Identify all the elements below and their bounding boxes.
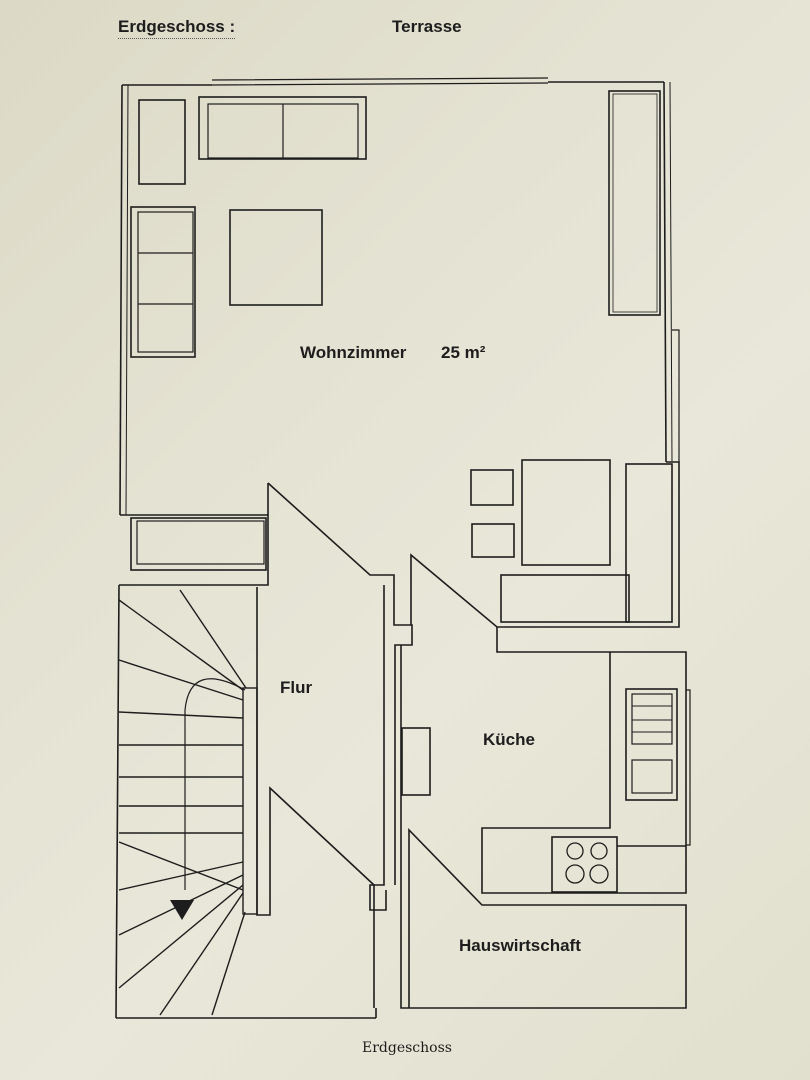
sofa-left (130, 206, 196, 358)
stove (551, 836, 618, 893)
side-cabinet (138, 99, 186, 185)
kitchen-cabinet (401, 727, 431, 796)
room-label-hallway: Flur (280, 678, 313, 697)
dining-table (521, 459, 611, 566)
interior-walls (119, 461, 691, 1009)
room-label-kitchen: Küche (483, 730, 535, 749)
floor-heading: Erdgeschoss : (118, 17, 236, 39)
living-room-furniture (130, 90, 673, 623)
staircase (118, 589, 258, 1016)
kitchen-fixtures (401, 688, 686, 893)
sideboard (608, 90, 661, 316)
stair-railing (242, 687, 258, 915)
terrace-label: Terrasse (392, 17, 462, 36)
outer-walls (115, 77, 680, 1019)
sink-unit (625, 688, 678, 801)
room-area-living: 25 m² (441, 343, 486, 362)
bench-vertical (625, 463, 673, 623)
coffee-table (229, 209, 323, 306)
footer-caption: Erdgeschoss (362, 1040, 452, 1056)
dining-chair (470, 469, 514, 506)
stair-arrow-icon (170, 900, 194, 920)
stove-burner-icon (565, 842, 609, 884)
bench-horizontal (500, 574, 630, 623)
sofa-top (198, 96, 367, 160)
dining-chair (471, 523, 515, 558)
room-label-utility: Hauswirtschaft (459, 936, 581, 955)
lowboard (130, 517, 267, 571)
room-label-living: Wohnzimmer (300, 343, 407, 362)
